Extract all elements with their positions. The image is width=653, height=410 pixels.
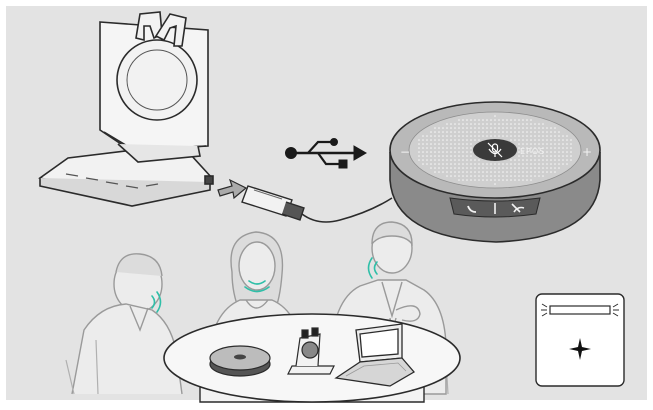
usb-port [205,176,213,184]
speakerphone: EPOS − + [390,102,600,242]
headset-earcup [117,40,197,120]
volume-down-button: − [400,145,410,159]
status-led-bar [550,306,610,314]
table-speaker [210,346,270,376]
volume-up-button: + [582,145,592,159]
brand-label: EPOS [520,147,545,156]
status-inset [536,294,624,386]
